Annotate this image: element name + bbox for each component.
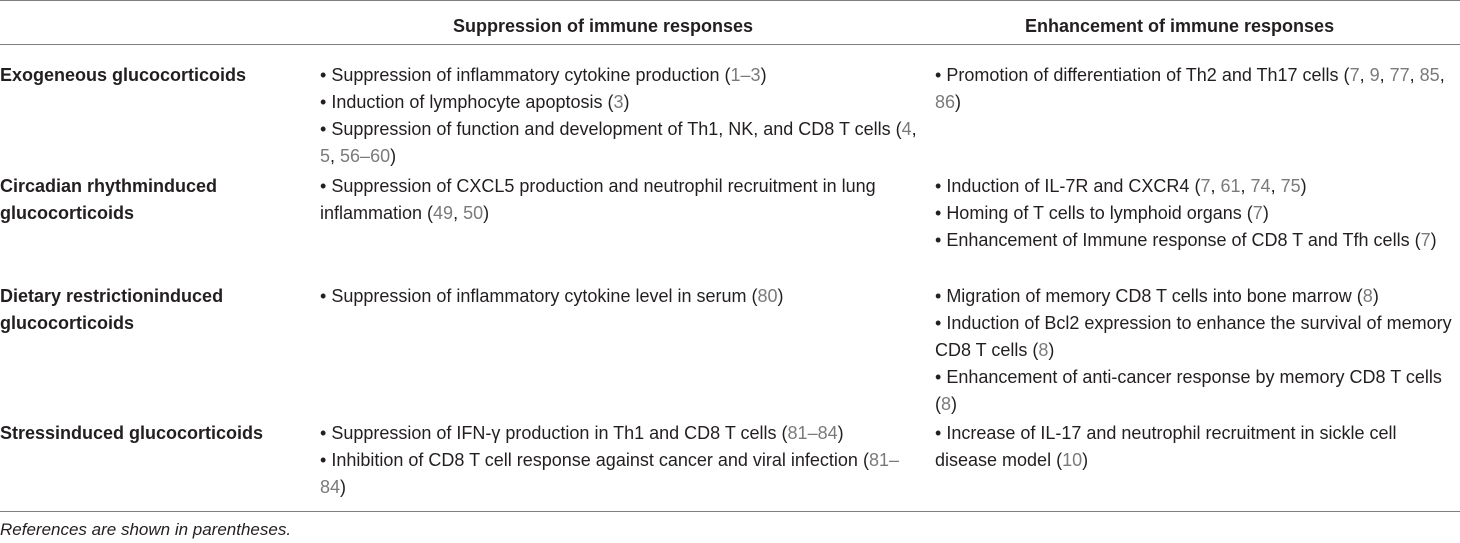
reference-link[interactable]: 80 bbox=[757, 286, 778, 306]
reference-link[interactable]: 8 bbox=[1038, 340, 1049, 360]
bullet-glyph: • bbox=[935, 367, 942, 387]
bullet-glyph: • bbox=[320, 286, 327, 306]
table-top-rule bbox=[0, 0, 1460, 1]
bullet-text: Homing of T cells to lymphoid organs ( bbox=[946, 203, 1253, 223]
bullet-text: Suppression of inflammatory cytokine pro… bbox=[331, 65, 731, 85]
bullet-glyph: • bbox=[935, 65, 942, 85]
bullet-text: Enhancement of Immune response of CD8 T … bbox=[946, 230, 1421, 250]
reference-link[interactable]: 7 bbox=[1252, 203, 1263, 223]
bullet-text: Increase of IL-17 and neutrophil recruit… bbox=[935, 423, 1397, 470]
bullet-item: •Migration of memory CD8 T cells into bo… bbox=[935, 286, 1379, 306]
bullet-text: Suppression of IFN-γ production in Th1 a… bbox=[331, 423, 788, 443]
reference-link[interactable]: 9 bbox=[1369, 65, 1380, 85]
column-header-suppression: Suppression of immune responses bbox=[453, 16, 754, 36]
reference-link[interactable]: 4 bbox=[901, 119, 912, 139]
row-label: Exogeneous glucocorticoids bbox=[0, 65, 247, 85]
bullet-text: Suppression of inflammatory cytokine lev… bbox=[331, 286, 758, 306]
bullet-glyph: • bbox=[320, 119, 327, 139]
bullet-item: •Increase of IL-17 and neutrophil recrui… bbox=[935, 423, 1397, 470]
table-header-rule bbox=[0, 44, 1460, 45]
row-label: Circadian rhythminduced glucocorticoids bbox=[0, 176, 218, 223]
bullet-item: •Enhancement of Immune response of CD8 T… bbox=[935, 230, 1437, 250]
bullet-text: Suppression of function and development … bbox=[331, 119, 902, 139]
bullet-item: •Homing of T cells to lymphoid organs (7… bbox=[935, 203, 1269, 223]
table-footnote: References are shown in parentheses. bbox=[0, 520, 292, 539]
enhancement-cell: •Increase of IL-17 and neutrophil recrui… bbox=[935, 420, 1457, 474]
reference-link[interactable]: 61 bbox=[1220, 176, 1241, 196]
bullet-text: Inhibition of CD8 T cell response agains… bbox=[331, 450, 869, 470]
bullet-glyph: • bbox=[935, 203, 942, 223]
reference-link[interactable]: 8 bbox=[941, 394, 952, 414]
table-bottom-rule bbox=[0, 511, 1460, 512]
bullet-glyph: • bbox=[935, 313, 942, 333]
reference-link[interactable]: 74 bbox=[1250, 176, 1271, 196]
enhancement-cell: •Migration of memory CD8 T cells into bo… bbox=[935, 283, 1457, 418]
bullet-item: •Suppression of inflammatory cytokine le… bbox=[320, 286, 784, 306]
bullet-item: •Enhancement of anti-cancer response by … bbox=[935, 367, 1442, 414]
bullet-text: Promotion of differentiation of Th2 and … bbox=[946, 65, 1350, 85]
bullet-glyph: • bbox=[935, 286, 942, 306]
reference-link[interactable]: 8 bbox=[1362, 286, 1373, 306]
reference-link[interactable]: 81–84 bbox=[787, 423, 838, 443]
suppression-cell: •Suppression of CXCL5 production and neu… bbox=[320, 173, 920, 227]
reference-link[interactable]: 7 bbox=[1349, 65, 1360, 85]
bullet-text: Enhancement of anti-cancer response by m… bbox=[935, 367, 1442, 414]
bullet-glyph: • bbox=[320, 92, 327, 112]
bullet-glyph: • bbox=[320, 176, 327, 196]
row-label: Stressinduced glucocorticoids bbox=[0, 423, 264, 443]
bullet-item: •Suppression of inflammatory cytokine pr… bbox=[320, 65, 767, 85]
reference-link[interactable]: 49 bbox=[433, 203, 454, 223]
bullet-item: •Promotion of differentiation of Th2 and… bbox=[935, 65, 1445, 112]
enhancement-cell: •Induction of IL-7R and CXCR4 (7, 61, 74… bbox=[935, 173, 1457, 254]
bullet-glyph: • bbox=[935, 423, 942, 443]
column-header-enhancement: Enhancement of immune responses bbox=[1025, 16, 1335, 36]
reference-link[interactable]: 75 bbox=[1280, 176, 1301, 196]
bullet-item: •Suppression of CXCL5 production and neu… bbox=[320, 176, 876, 223]
row-label: Dietary restrictioninduced glucocorticoi… bbox=[0, 286, 224, 333]
reference-link[interactable]: 5 bbox=[320, 146, 331, 166]
reference-link[interactable]: 81–84 bbox=[320, 450, 899, 497]
bullet-item: •Induction of Bcl2 expression to enhance… bbox=[935, 313, 1452, 360]
bullet-glyph: • bbox=[320, 450, 327, 470]
reference-link[interactable]: 10 bbox=[1062, 450, 1083, 470]
bullet-item: •Induction of lymphocyte apoptosis (3) bbox=[320, 92, 630, 112]
reference-link[interactable]: 86 bbox=[935, 92, 956, 112]
bullet-text: Induction of IL-7R and CXCR4 ( bbox=[946, 176, 1201, 196]
bullet-item: •Inhibition of CD8 T cell response again… bbox=[320, 450, 899, 497]
bullet-text: Suppression of CXCL5 production and neut… bbox=[320, 176, 876, 223]
bullet-glyph: • bbox=[320, 65, 327, 85]
bullet-glyph: • bbox=[935, 176, 942, 196]
bullet-glyph: • bbox=[320, 423, 327, 443]
reference-link[interactable]: 56–60 bbox=[340, 146, 391, 166]
bullet-item: •Suppression of function and development… bbox=[320, 119, 917, 166]
reference-link[interactable]: 7 bbox=[1420, 230, 1431, 250]
reference-link[interactable]: 7 bbox=[1200, 176, 1211, 196]
bullet-text: Induction of lymphocyte apoptosis ( bbox=[331, 92, 614, 112]
bullet-item: •Suppression of IFN-γ production in Th1 … bbox=[320, 423, 844, 443]
enhancement-cell: •Promotion of differentiation of Th2 and… bbox=[935, 62, 1457, 116]
suppression-cell: •Suppression of inflammatory cytokine le… bbox=[320, 283, 920, 310]
bullet-text: Induction of Bcl2 expression to enhance … bbox=[935, 313, 1452, 360]
reference-link[interactable]: 85 bbox=[1419, 65, 1440, 85]
reference-link[interactable]: 50 bbox=[463, 203, 484, 223]
reference-link[interactable]: 77 bbox=[1389, 65, 1410, 85]
bullet-text: Migration of memory CD8 T cells into bon… bbox=[946, 286, 1363, 306]
reference-link[interactable]: 1–3 bbox=[730, 65, 761, 85]
reference-link[interactable]: 3 bbox=[613, 92, 624, 112]
suppression-cell: •Suppression of IFN-γ production in Th1 … bbox=[320, 420, 920, 501]
suppression-cell: •Suppression of inflammatory cytokine pr… bbox=[320, 62, 920, 170]
bullet-item: •Induction of IL-7R and CXCR4 (7, 61, 74… bbox=[935, 176, 1307, 196]
bullet-glyph: • bbox=[935, 230, 942, 250]
